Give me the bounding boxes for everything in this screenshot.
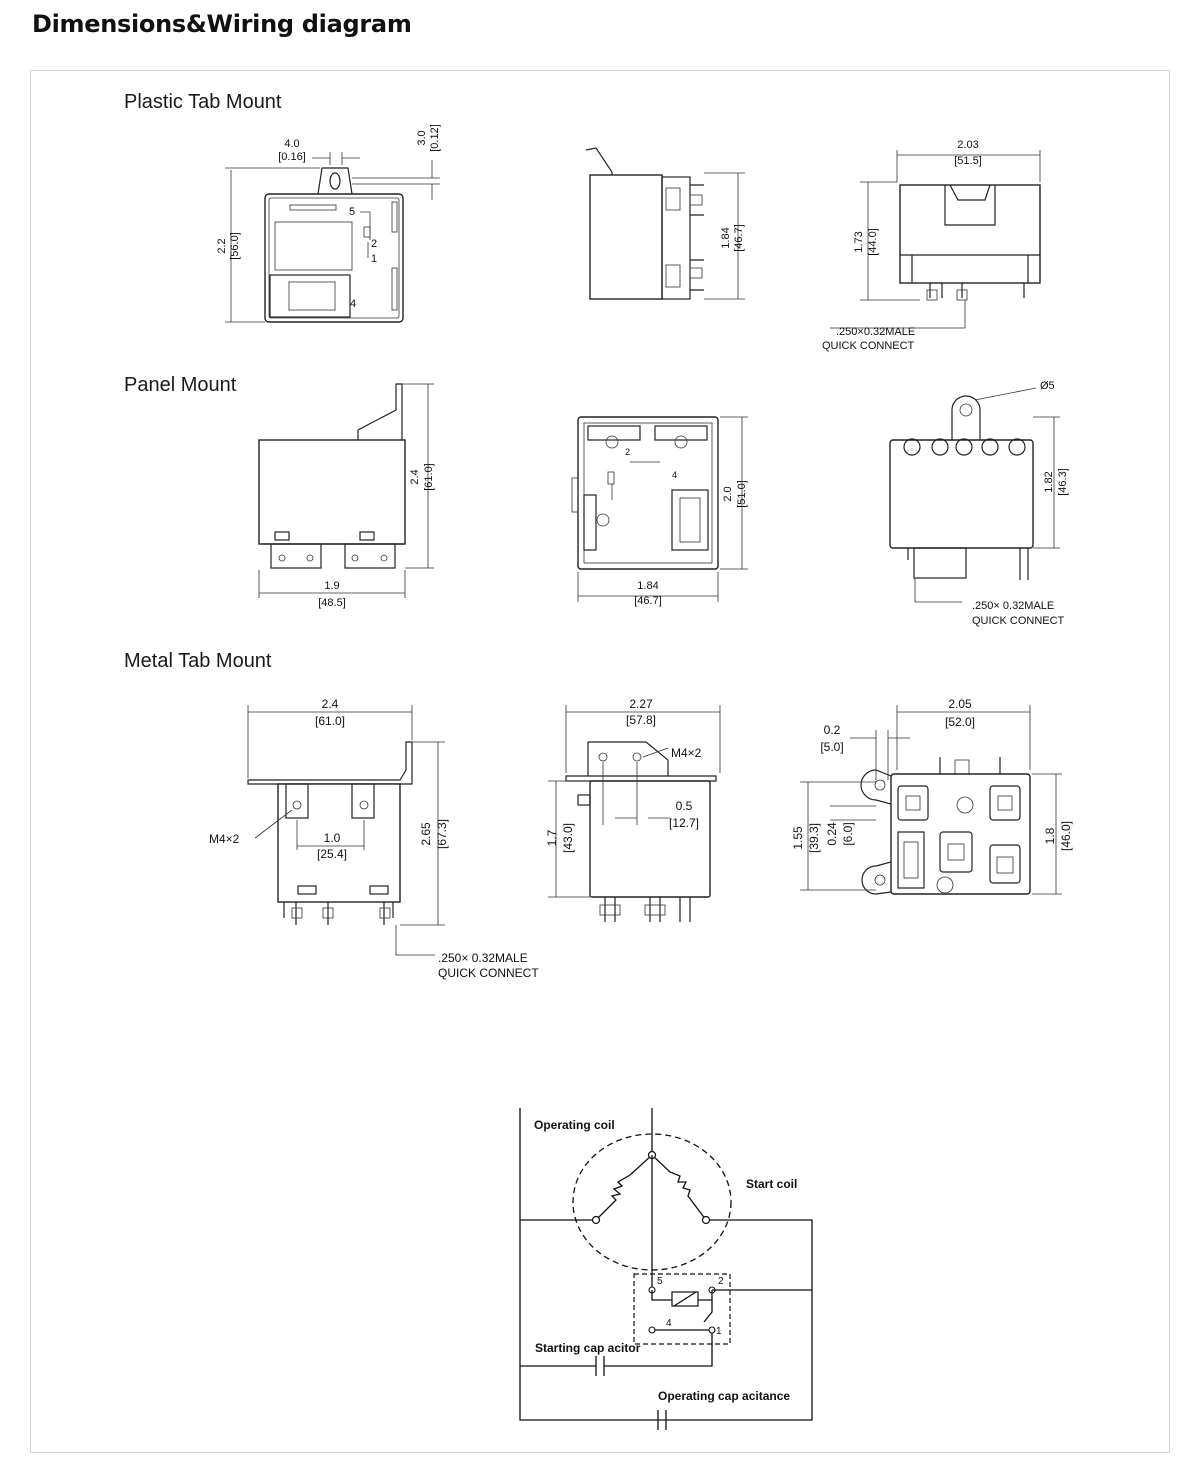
dim-metal-top-hole-mm: [39.3] (807, 823, 821, 853)
quick-connect-label-1a: .250×0.32MALE (836, 326, 915, 338)
dim-plastic-tab-mm: [0.12] (429, 124, 441, 152)
quick-connect-label-3b: QUICK CONNECT (438, 966, 539, 980)
metal-side-screw-label: M4×2 (671, 746, 702, 760)
label-operating-capacitance: Operating cap acitance (658, 1389, 790, 1403)
dim-plastic-side-height-mm: [46.7] (733, 224, 745, 252)
dim-metal-top-width-in: 2.05 (948, 697, 972, 711)
dim-plastic-tab-in: 3.0 (416, 130, 428, 145)
label-start-coil: Start coil (746, 1177, 797, 1191)
quick-connect-label-2a: .250× 0.32MALE (972, 600, 1054, 612)
dim-metal-side-offset-in: 0.5 (676, 799, 693, 813)
dim-metal-top-tab-in: 0.2 (824, 723, 841, 737)
quick-connect-label-2b: QUICK CONNECT (972, 615, 1065, 627)
dim-metal-side-height-in: 1.7 (545, 829, 559, 846)
dim-panel-front-width-in: 1.84 (637, 580, 658, 592)
dim-metal-side-offset-mm: [12.7] (669, 816, 699, 830)
pin-label-5: 5 (349, 206, 355, 218)
dim-metal-top-width-mm: [52.0] (945, 715, 975, 729)
dim-metal-top-offset-mm: [6.0] (841, 822, 855, 845)
relay-pin-4: 4 (666, 1318, 672, 1329)
dim-metal-spacing-mm: [25.4] (317, 847, 347, 861)
section-title-metal-tab-mount: Metal Tab Mount (124, 650, 272, 672)
panel-pin-label-2: 2 (625, 447, 630, 457)
diagram-frame (30, 70, 1170, 1453)
dim-panel-top-height-mm: [46.3] (1057, 468, 1069, 496)
pin-label-4: 4 (350, 298, 356, 310)
dim-metal-side-width-mm: [57.8] (626, 713, 656, 727)
pin-label-2: 2 (371, 238, 377, 250)
relay-pin-5: 5 (657, 1276, 663, 1287)
dim-metal-width-in: 2.4 (322, 697, 339, 711)
dim-panel-front-height-mm: [51.0] (736, 480, 748, 508)
dim-metal-spacing-in: 1.0 (324, 831, 341, 845)
dim-plastic-top-width-mm: [51.5] (954, 155, 982, 167)
panel-front-view (571, 416, 748, 602)
dim-metal-height-in: 2.65 (419, 822, 433, 846)
dim-panel-top-height-in: 1.82 (1043, 471, 1055, 492)
dim-panel-width-in: 1.9 (324, 580, 339, 592)
dim-plastic-height-mm: [56.0] (229, 232, 241, 260)
page-title: Dimensions&Wiring diagram (32, 10, 412, 38)
dim-metal-top-offset-in: 0.24 (825, 822, 839, 846)
metal-side-view (548, 705, 721, 922)
dim-metal-top-tab-mm: [5.0] (820, 740, 843, 754)
relay-pin-2: 2 (718, 1276, 724, 1287)
relay-outline (633, 1273, 731, 1345)
dim-panel-front-height-in: 2.0 (722, 486, 734, 501)
dim-plastic-top-width-in: 2.03 (957, 139, 978, 151)
wiring-diagram (519, 1108, 813, 1430)
metal-top-view (800, 705, 1062, 895)
dim-panel-front-width-mm: [46.7] (634, 595, 662, 607)
relay-pin-1: 1 (716, 1326, 722, 1337)
dim-panel-height-in: 2.4 (409, 469, 421, 484)
dim-lines-plastic-front (225, 152, 440, 323)
metal-screw-label: M4×2 (209, 832, 240, 846)
panel-pin-label-4: 4 (672, 470, 677, 480)
dim-metal-height-mm: [67.3] (435, 819, 449, 849)
dim-plastic-top-height-in: 1.73 (853, 231, 865, 252)
quick-connect-label-3a: .250× 0.32MALE (438, 951, 528, 965)
plastic-top-view (830, 150, 1041, 329)
section-title-panel-mount: Panel Mount (124, 374, 237, 396)
panel-top-view (889, 387, 1060, 603)
dim-metal-width-mm: [61.0] (315, 714, 345, 728)
dim-metal-top-height-in: 1.8 (1043, 827, 1057, 844)
section-title-plastic-tab-mount: Plastic Tab Mount (124, 91, 282, 113)
plastic-side-view (585, 147, 745, 300)
panel-side-view (258, 383, 434, 598)
label-starting-capacitor: Starting cap acitor (535, 1341, 641, 1355)
dim-plastic-width-mm: [0.16] (278, 151, 306, 163)
label-operating-coil: Operating coil (534, 1118, 615, 1132)
dim-plastic-top-height-mm: [44.0] (867, 228, 879, 256)
dim-plastic-side-height-in: 1.84 (720, 227, 732, 248)
dim-metal-side-height-mm: [43.0] (561, 823, 575, 853)
pin-label-1: 1 (371, 253, 377, 265)
dim-panel-height-mm: [61.0] (423, 463, 435, 491)
panel-hole-diameter: Ø5 (1040, 380, 1055, 392)
dim-metal-side-width-in: 2.27 (629, 697, 653, 711)
dim-metal-top-height-mm: [46.0] (1059, 821, 1073, 851)
metal-front-view (247, 705, 445, 956)
quick-connect-label-1b: QUICK CONNECT (822, 340, 915, 352)
dim-plastic-height-in: 2.2 (216, 238, 228, 253)
dim-metal-top-hole-in: 1.55 (791, 826, 805, 850)
dim-plastic-width-in: 4.0 (284, 138, 299, 150)
dim-panel-width-mm: [48.5] (318, 597, 346, 609)
plastic-front-view (264, 167, 404, 323)
